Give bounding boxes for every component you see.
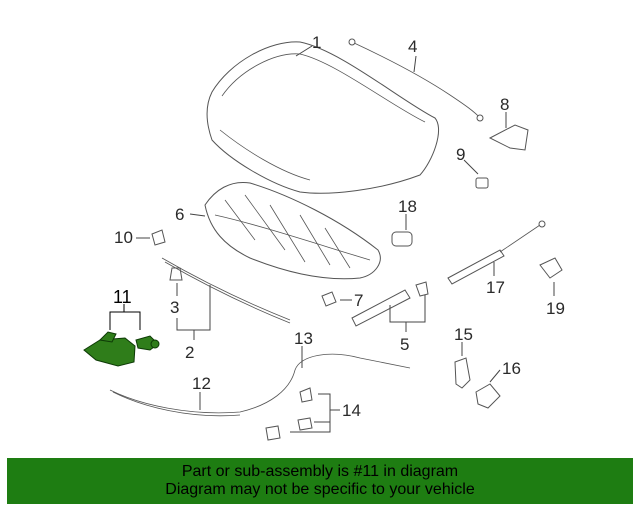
info-banner: Part or sub-assembly is #11 in diagram D… — [7, 458, 633, 504]
hood-inner-frame — [204, 181, 381, 280]
cable-clamps — [265, 387, 313, 441]
callout-18: 18 — [398, 197, 417, 216]
callout-14: 14 — [342, 401, 361, 420]
callout-11: 11 — [113, 287, 132, 307]
weatherstrip — [161, 257, 291, 324]
callout-2: 2 — [185, 343, 194, 362]
callout-6: 6 — [175, 205, 184, 224]
banner-line-1: Part or sub-assembly is #11 in diagram — [181, 463, 459, 480]
release-cable — [109, 353, 411, 417]
callout-7: 7 — [354, 291, 363, 310]
hood-panel — [206, 41, 440, 194]
callout-10: 10 — [114, 228, 133, 247]
handle-bracket — [475, 383, 501, 409]
hood-hinge — [488, 124, 529, 151]
callout-1: 1 — [312, 33, 321, 52]
callout-13: 13 — [294, 329, 313, 348]
banner-line-2: Diagram may not be specific to your vehi… — [165, 481, 475, 498]
hood-bumper — [151, 229, 166, 246]
callout-8: 8 — [500, 95, 509, 114]
grommet — [391, 231, 413, 247]
clip — [169, 267, 183, 281]
callout-12: 12 — [192, 374, 211, 393]
callout-16: 16 — [502, 359, 521, 378]
seal-strip — [351, 281, 429, 327]
callout-9: 9 — [456, 145, 465, 164]
parts-diagram: 1 6 4 8 9 10 18 3 — [83, 33, 565, 441]
callout-19: 19 — [546, 299, 565, 318]
strut-bracket — [539, 257, 563, 279]
gas-strut — [447, 220, 546, 285]
callout-15: 15 — [454, 325, 473, 344]
bumper-stop — [321, 291, 337, 307]
callout-5: 5 — [400, 335, 409, 354]
hood-latch-assembly — [83, 331, 160, 367]
callout-17: 17 — [486, 278, 505, 297]
release-handle — [454, 357, 471, 389]
bolt — [475, 177, 489, 189]
callout-4: 4 — [408, 37, 417, 56]
hood-prop-rod — [348, 38, 484, 122]
callout-3: 3 — [170, 298, 179, 317]
